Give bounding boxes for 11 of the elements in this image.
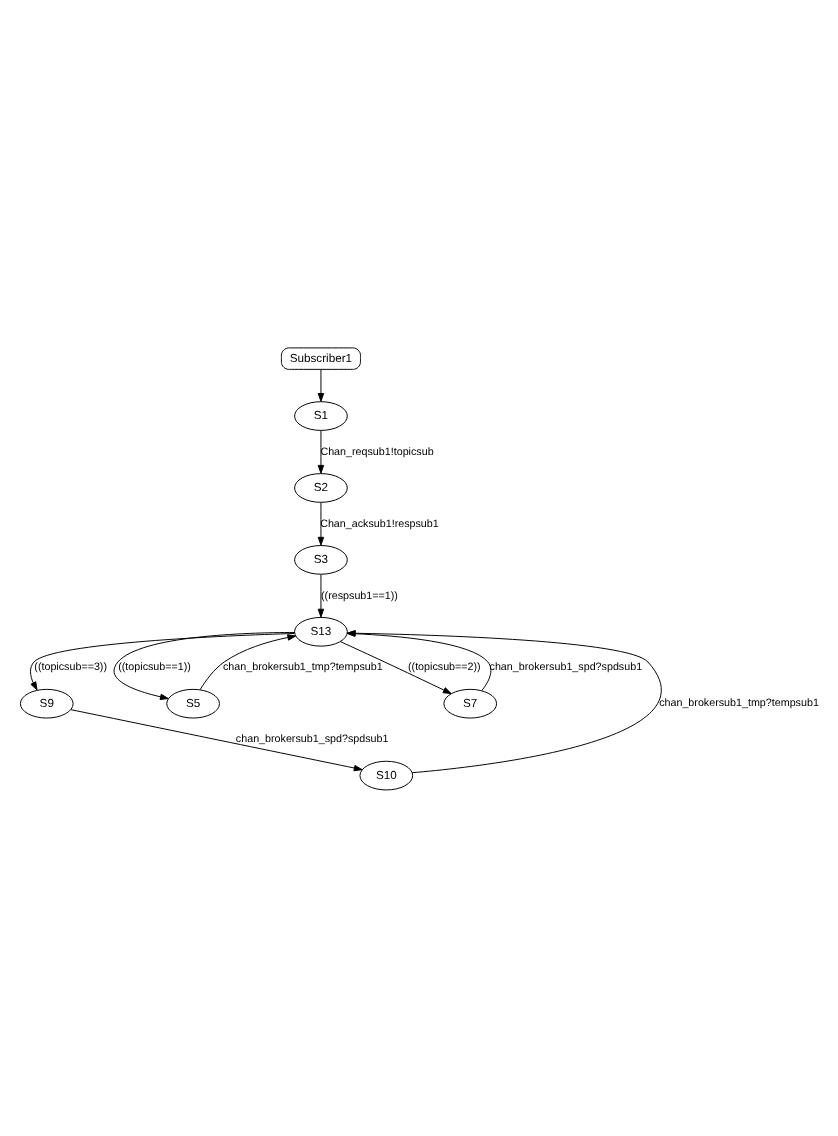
arrow [317,429,325,473]
arrow [70,708,363,771]
arrow [346,629,661,773]
arrow [317,501,325,545]
arrow [346,629,492,691]
arrow [317,573,325,617]
arrow [113,631,296,700]
arrow [199,633,297,690]
arrow [317,368,325,401]
arrow [339,640,452,694]
arrow [30,632,295,690]
